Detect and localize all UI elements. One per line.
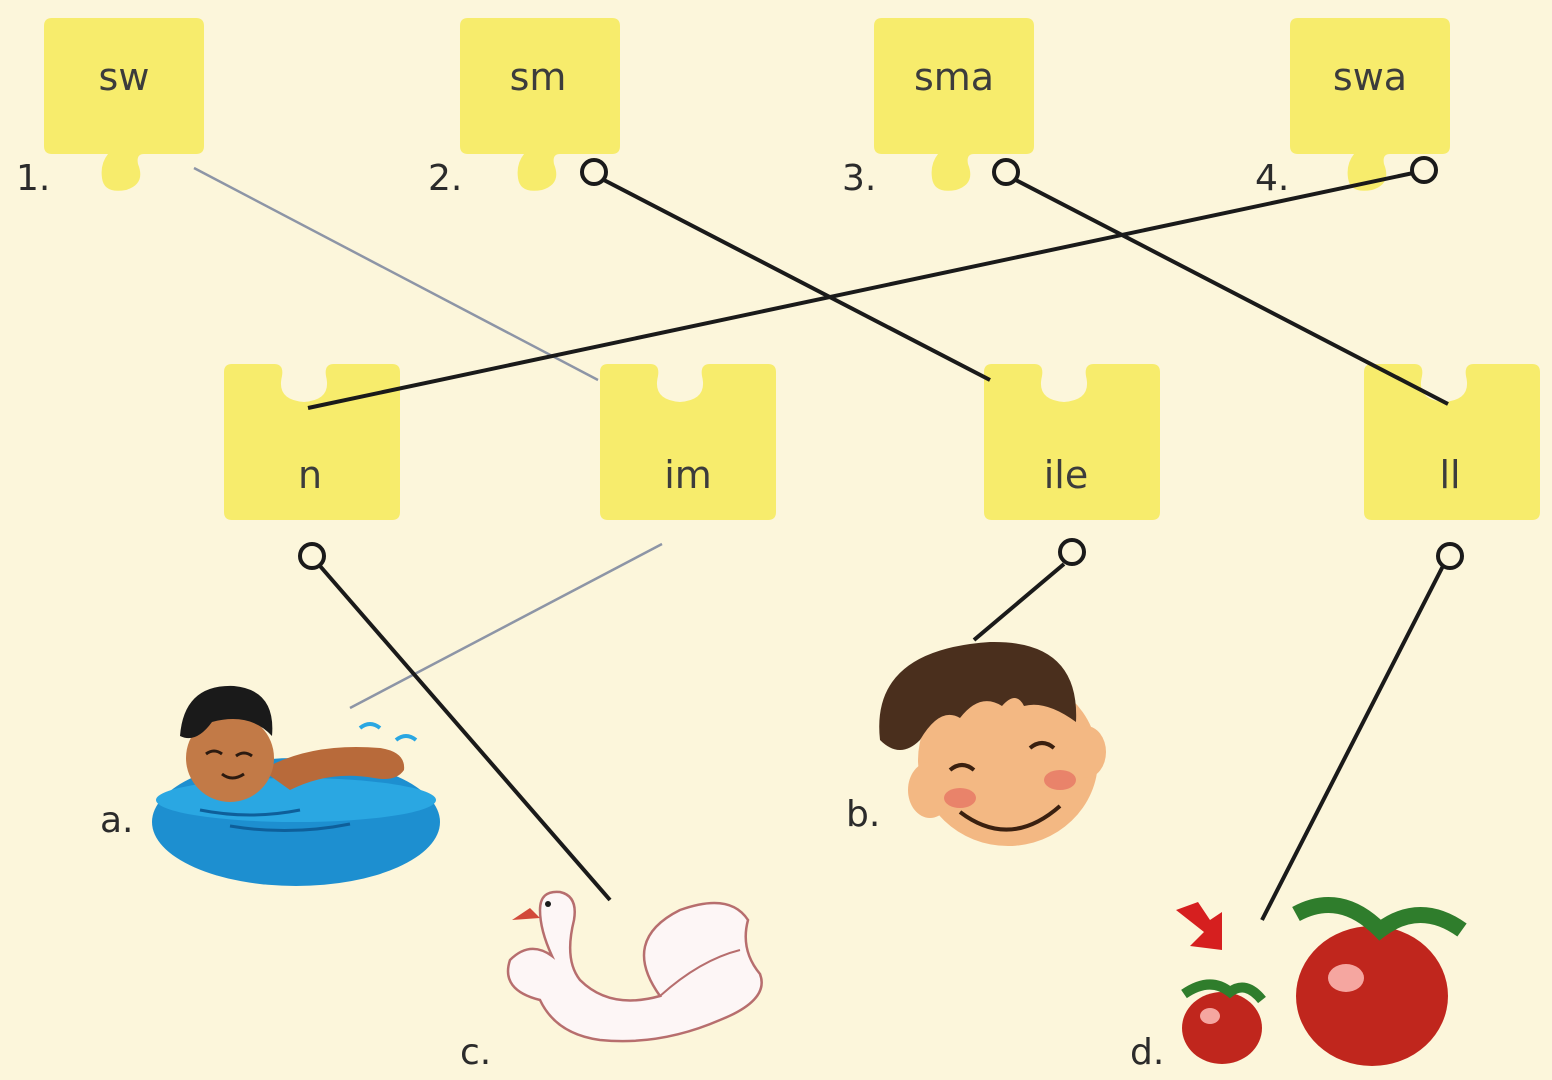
connector-dot-ile[interactable] [1058, 538, 1086, 566]
bottom-piece-im-text: im [664, 453, 712, 497]
picture-letter-a: a. [100, 800, 134, 841]
top-piece-1-text: sw [99, 55, 150, 99]
faint-line-sw-im [193, 166, 599, 382]
apples-illustration [1176, 897, 1467, 1066]
top-piece-4-text: swa [1333, 55, 1407, 99]
bottom-piece-im: im [600, 364, 776, 520]
top-number-1: 1. [16, 158, 50, 199]
bottom-piece-n: n [224, 364, 400, 520]
bottom-piece-ile-text: ile [1044, 453, 1089, 497]
connector-dot-4[interactable] [1410, 156, 1438, 184]
top-number-3: 3. [842, 158, 876, 199]
smiling-face-illustration [879, 641, 1106, 846]
line-swa-n[interactable] [307, 170, 1419, 410]
top-piece-3: sma [874, 18, 1034, 191]
line-sma-ll[interactable] [1011, 176, 1449, 406]
line-ll-apple[interactable] [1260, 563, 1446, 921]
swan-illustration [506, 890, 763, 1043]
line-n-swan[interactable] [318, 564, 612, 902]
bottom-piece-ll: ll [1364, 364, 1540, 520]
picture-letter-b: b. [846, 794, 880, 835]
connector-dot-ll[interactable] [1436, 542, 1464, 570]
picture-letter-c: c. [460, 1032, 491, 1073]
connector-dot-2[interactable] [580, 158, 608, 186]
top-piece-4: swa [1290, 18, 1450, 191]
top-piece-1: sw [44, 18, 204, 191]
bottom-piece-ll-text: ll [1439, 453, 1460, 497]
swimmer-illustration [152, 685, 440, 886]
connector-dot-3[interactable] [992, 158, 1020, 186]
bottom-piece-n-text: n [298, 453, 322, 497]
picture-letter-d: d. [1130, 1032, 1164, 1073]
top-number-2: 2. [428, 158, 462, 199]
top-piece-2-text: sm [510, 55, 567, 99]
top-number-4: 4. [1255, 158, 1289, 199]
bottom-piece-ile: ile [984, 364, 1160, 520]
top-piece-2: sm [460, 18, 620, 191]
faint-line-im-swimmer [349, 542, 663, 710]
line-ile-face[interactable] [972, 562, 1066, 642]
top-piece-3-text: sma [914, 55, 994, 99]
connector-dot-n[interactable] [298, 542, 326, 570]
line-sm-ile[interactable] [599, 176, 991, 382]
